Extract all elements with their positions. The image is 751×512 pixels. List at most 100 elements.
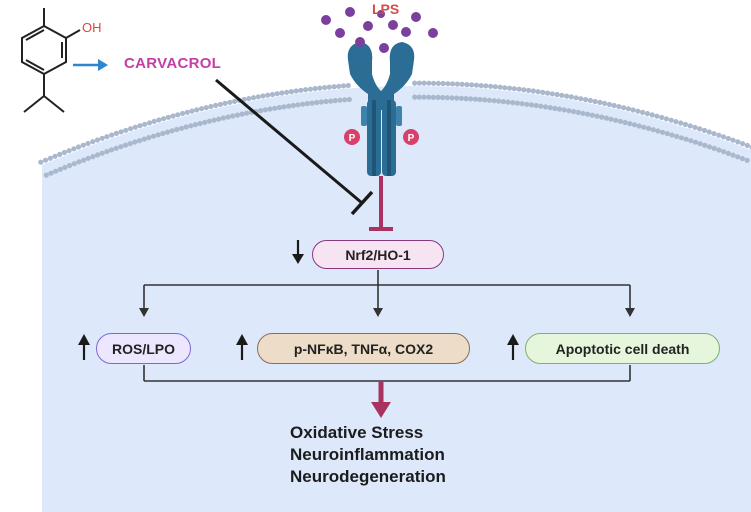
membrane-bead: [492, 84, 498, 90]
membrane-bead: [312, 86, 318, 92]
membrane-bead: [331, 84, 337, 90]
membrane-bead: [473, 82, 479, 88]
nfkb-box: p-NFκB, TNFα, COX2: [257, 333, 470, 364]
membrane-bead: [678, 120, 684, 126]
membrane-bead: [232, 98, 238, 104]
outcome-neurodegeneration: Neurodegeneration: [290, 467, 446, 486]
membrane-bead: [164, 129, 171, 135]
membrane-bead: [47, 155, 53, 161]
membrane-bead: [276, 104, 282, 111]
membrane-bead: [702, 142, 708, 148]
membrane-bead: [250, 95, 257, 101]
membrane-bead: [725, 150, 731, 156]
membrane-bead: [507, 85, 513, 91]
membrane-bead: [279, 90, 285, 96]
membrane-bead: [286, 103, 292, 109]
membrane-bead: [611, 102, 617, 109]
membrane-bead: [122, 142, 129, 148]
membrane-bead: [730, 152, 736, 158]
membrane-bead: [288, 89, 294, 95]
membrane-bead: [262, 107, 268, 113]
membrane-bead: [304, 101, 310, 107]
membrane-bead: [150, 133, 157, 139]
membrane-bead: [697, 126, 703, 132]
membrane-bead: [608, 116, 614, 122]
membrane-bead: [435, 80, 441, 86]
membrane-bead: [561, 107, 567, 113]
membrane-bead: [554, 91, 560, 98]
membrane-bead: [524, 101, 530, 107]
membrane-bead: [535, 89, 541, 95]
membrane-bead: [450, 81, 456, 87]
membrane-bead: [43, 172, 49, 178]
membrane-bead: [720, 134, 727, 140]
membrane-bead: [108, 147, 115, 153]
membrane-bead: [346, 96, 352, 103]
membrane-bead: [580, 110, 586, 116]
membrane-bead: [90, 154, 96, 160]
membrane-bead: [269, 91, 276, 98]
membrane-bead: [500, 99, 506, 105]
membrane-bead: [636, 123, 642, 129]
membrane-bead: [430, 94, 436, 100]
membrane-bead: [468, 96, 474, 102]
membrane-bead: [216, 116, 222, 122]
membrane-bead: [298, 87, 304, 93]
up-arrows: [82, 343, 515, 360]
membrane-bead: [132, 124, 138, 130]
membrane-bead: [174, 126, 180, 133]
ros-lpo-box: ROS/LPO: [96, 333, 191, 364]
membrane-bead: [113, 130, 119, 136]
membrane-bead: [239, 111, 245, 117]
membrane-bead: [641, 124, 647, 130]
membrane-bead: [57, 151, 63, 157]
membrane-bead: [578, 96, 584, 102]
membrane-bead: [318, 99, 324, 105]
membrane-bead: [208, 103, 214, 110]
membrane-bead: [322, 85, 328, 91]
membrane-bead: [688, 138, 694, 144]
membrane-bead: [678, 135, 685, 141]
membrane-bead: [592, 98, 598, 105]
membrane-bead: [90, 139, 96, 145]
membrane-bead: [175, 112, 181, 118]
membrane-bead: [203, 105, 209, 111]
phospho-left-label: P: [349, 133, 356, 144]
membrane-bead: [94, 137, 101, 143]
membrane-bead: [464, 82, 470, 88]
membrane-bead: [622, 119, 628, 126]
membrane-bead: [491, 98, 497, 104]
outcome-neuroinflammation: Neuroinflammation: [290, 445, 445, 464]
membrane-bead: [104, 148, 110, 155]
membrane-bead: [136, 138, 143, 144]
membrane-bead: [169, 128, 175, 134]
membrane-bead: [234, 112, 240, 118]
membrane-bead: [533, 102, 539, 109]
membrane-bead: [267, 106, 273, 112]
membrane-bead: [721, 149, 727, 155]
lps-label: LPS: [372, 1, 400, 17]
membrane-bead: [184, 109, 190, 115]
membrane-bead: [323, 98, 329, 105]
membrane-bead: [211, 117, 217, 123]
membrane-bead: [669, 132, 675, 138]
membrane-bead: [85, 140, 91, 147]
membrane-bead: [183, 124, 189, 130]
membrane-bead: [510, 100, 516, 106]
phospho-right-label: P: [408, 133, 415, 144]
membrane-bead: [568, 94, 574, 100]
membrane-bead: [597, 99, 603, 105]
membrane-bead: [284, 89, 290, 95]
membrane-bead: [192, 122, 198, 128]
membrane-bead: [505, 99, 511, 105]
membrane-bead: [521, 87, 527, 93]
membrane-bead: [230, 113, 236, 119]
membrane-bead: [180, 110, 186, 117]
membrane-bead: [337, 97, 343, 103]
membrane-bead: [300, 101, 306, 107]
membrane-bead: [735, 154, 741, 160]
membrane-bead: [426, 94, 432, 100]
membrane-bead: [295, 102, 301, 108]
membrane-bead: [640, 109, 646, 115]
membrane-bead: [444, 95, 450, 101]
